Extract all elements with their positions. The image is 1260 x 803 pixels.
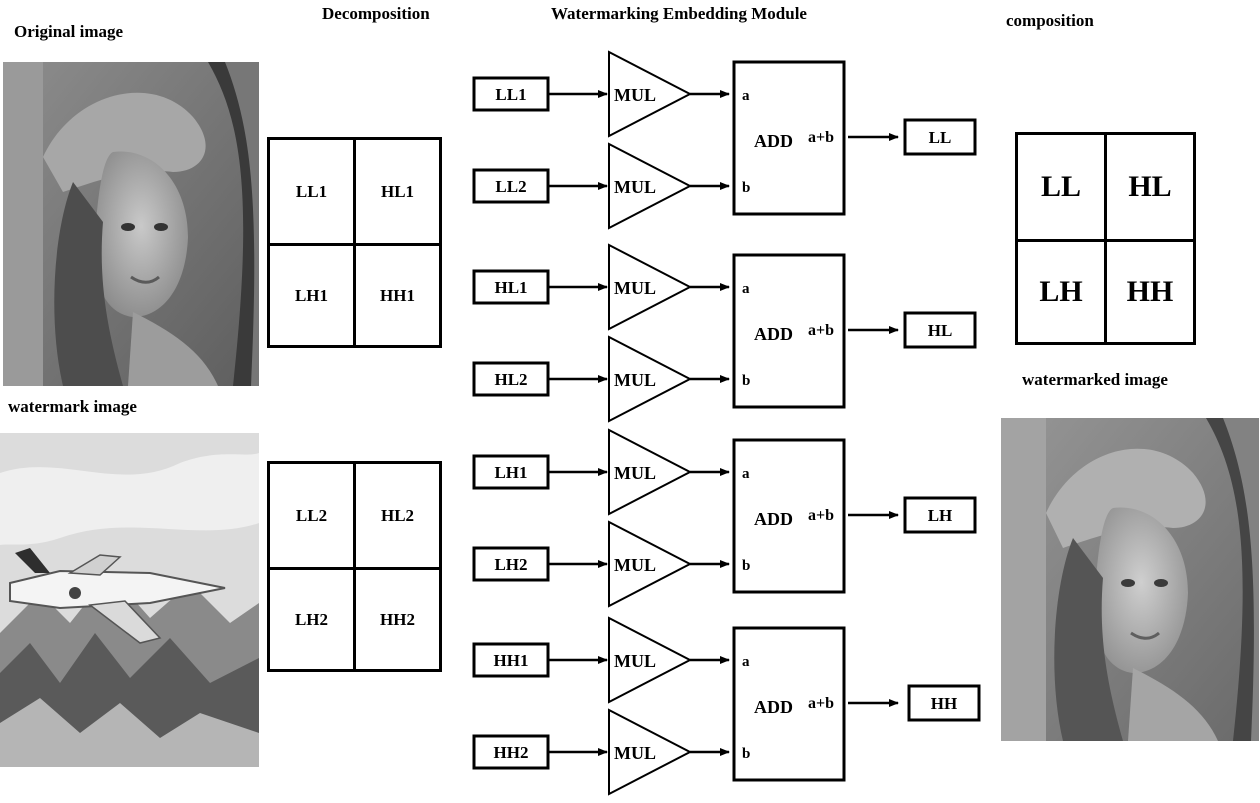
mul-label: MUL <box>614 555 656 575</box>
add-output-label: a+b <box>808 322 834 339</box>
add-output-label: a+b <box>808 695 834 712</box>
add-label: ADD <box>754 509 793 529</box>
port-label-a: a <box>742 654 750 670</box>
add-label: ADD <box>754 131 793 151</box>
input-label: HL2 <box>494 370 527 389</box>
output-label: LL <box>929 128 952 147</box>
output-label: HH <box>931 694 957 713</box>
port-label-a: a <box>742 281 750 297</box>
input-label: HH2 <box>494 743 529 762</box>
port-label-a: a <box>742 88 750 104</box>
output-label: LH <box>928 506 953 525</box>
mul-label: MUL <box>614 743 656 763</box>
output-label: HL <box>928 321 953 340</box>
mul-label: MUL <box>614 651 656 671</box>
add-output-label: a+b <box>808 129 834 146</box>
port-label-b: b <box>742 373 750 389</box>
port-label-b: b <box>742 558 750 574</box>
mul-label: MUL <box>614 463 656 483</box>
mul-label: MUL <box>614 278 656 298</box>
input-label: LL2 <box>495 177 526 196</box>
add-label: ADD <box>754 324 793 344</box>
input-label: LL1 <box>495 85 526 104</box>
mul-label: MUL <box>614 177 656 197</box>
add-output-label: a+b <box>808 507 834 524</box>
input-label: LH2 <box>494 555 527 574</box>
input-label: HL1 <box>494 278 527 297</box>
port-label-a: a <box>742 466 750 482</box>
add-label: ADD <box>754 697 793 717</box>
input-label: HH1 <box>494 651 529 670</box>
mul-label: MUL <box>614 370 656 390</box>
input-label: LH1 <box>494 463 527 482</box>
port-label-b: b <box>742 746 750 762</box>
mul-label: MUL <box>614 85 656 105</box>
port-label-b: b <box>742 180 750 196</box>
